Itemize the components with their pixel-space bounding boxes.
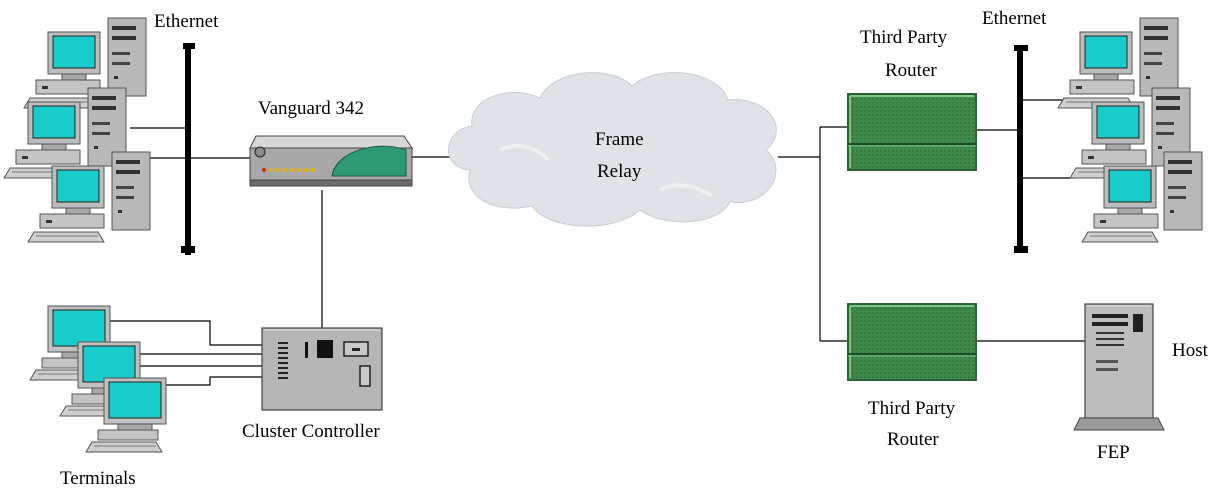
router-icon (847, 93, 977, 171)
third-party-router-bottom-line2: Router (887, 429, 939, 450)
pc-tower-icon (1081, 151, 1203, 243)
frame-relay-label-line2: Relay (597, 161, 642, 182)
fep-label: FEP (1097, 442, 1130, 463)
vanguard-label: Vanguard 342 (258, 98, 364, 119)
labels: Ethernet Ethernet Vanguard 342 Frame Rel… (60, 8, 1209, 489)
pc-tower-icon (23, 17, 147, 109)
third-party-router-top-line1: Third Party (860, 27, 948, 48)
ethernet-bus-left (181, 43, 195, 255)
third-party-router-top-line2: Router (885, 60, 937, 81)
vanguard-device-icon (249, 135, 413, 187)
pc-tower-icon (27, 151, 151, 243)
router-icon (847, 303, 977, 381)
ethernet-left-label: Ethernet (154, 11, 219, 32)
ethernet-bus-right (1014, 45, 1028, 253)
frame-relay-label-line1: Frame (595, 129, 644, 150)
terminals-label: Terminals (60, 468, 136, 489)
cluster-controller-icon (261, 327, 383, 411)
third-party-router-bottom-line1: Third Party (868, 398, 956, 419)
pc-tower-icon (3, 87, 127, 179)
ethernet-right-label: Ethernet (982, 8, 1047, 29)
cluster-controller-label: Cluster Controller (242, 421, 380, 442)
fep-host-icon (1073, 303, 1165, 431)
connection-lines (110, 99, 1085, 386)
host-label: Host (1172, 340, 1209, 361)
cloud-icon (448, 72, 777, 227)
